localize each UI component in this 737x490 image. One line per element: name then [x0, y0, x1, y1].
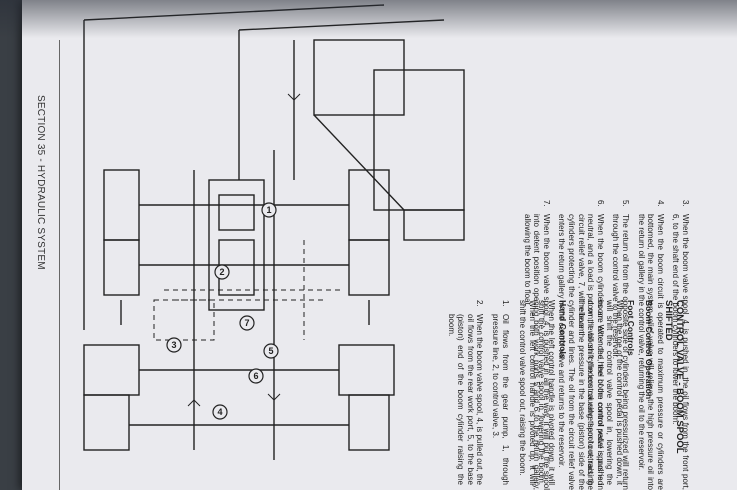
list-text: When the boom cylinders are extended, th…	[557, 214, 605, 490]
list-number: 5.	[621, 200, 631, 207]
list-number: 6.	[595, 200, 605, 207]
list-text: When the boom circuit is operated to max…	[636, 214, 665, 490]
svg-text:4: 4	[217, 407, 222, 417]
list-number: 7.	[541, 200, 551, 207]
list-item: 6. When the boom cylinders are extended,…	[557, 200, 605, 490]
callout-5: 5	[263, 343, 279, 359]
list-item: 5. The return oil from the opposite side…	[611, 200, 630, 490]
manual-page: 1 2 3 4 5	[22, 0, 737, 490]
callout-4: 4	[212, 404, 228, 420]
list-number: 4.	[655, 200, 665, 207]
list-text: The return oil from the opposite side of…	[611, 214, 631, 490]
callout-1: 1	[261, 202, 277, 218]
svg-text:3: 3	[171, 340, 176, 350]
list-item: 7. When the boom valve spool, 4, is push…	[522, 200, 551, 490]
list-number: 3.	[681, 200, 690, 207]
svg-text:7: 7	[244, 318, 249, 328]
callout-7: 7	[239, 315, 255, 331]
list-text: When the boom valve spool, 4, is pushed …	[522, 214, 551, 490]
list-text: When the boom valve spool, 4, is pushed …	[671, 214, 690, 490]
callout-3: 3	[166, 337, 182, 353]
photo-shadow	[0, 0, 737, 38]
list-item: 4. When the boom circuit is operated to …	[636, 200, 665, 490]
svg-text:2: 2	[219, 267, 224, 277]
hydraulic-schematic-diagram: 1 2 3 4 5	[83, 4, 465, 460]
list-item: 3. When the boom valve spool, 4, is push…	[671, 200, 690, 490]
callout-2: 2	[214, 264, 230, 280]
svg-text:5: 5	[268, 346, 273, 356]
svg-text:6: 6	[253, 371, 258, 381]
svg-text:1: 1	[266, 205, 271, 215]
right-text-column: 3. When the boom valve spool, 4, is push…	[516, 200, 690, 490]
callout-6: 6	[248, 368, 264, 384]
rotated-text-layer-2: 3. When the boom valve spool, 4, is push…	[20, 0, 700, 490]
